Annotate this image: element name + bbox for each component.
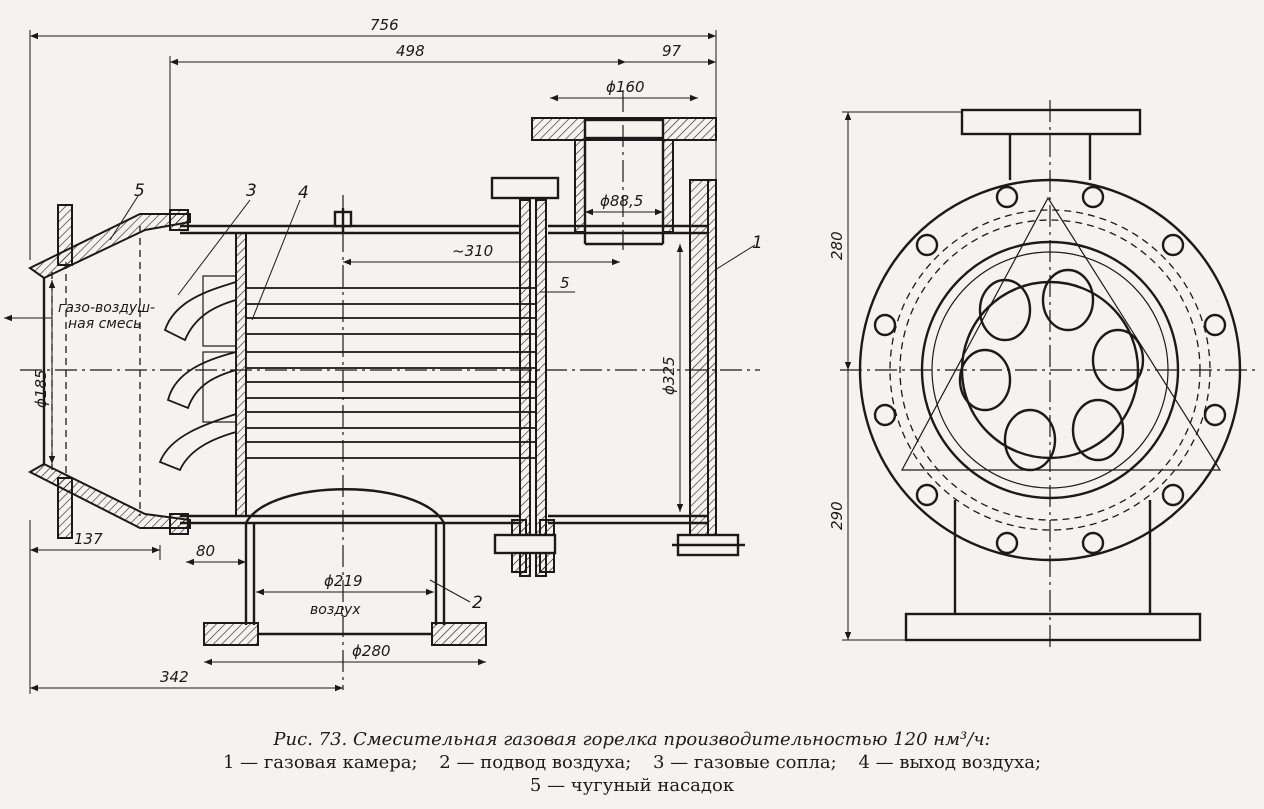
dim-chamber-diameter: ϕ325	[660, 356, 678, 395]
label-gas-air-mixture-1: газо-воздуш-	[58, 300, 155, 316]
dim-offset-80: 80	[196, 542, 215, 560]
callout-5: 5	[134, 181, 145, 201]
legend-item-1: 1 — газовая камера;	[222, 752, 418, 773]
technical-drawing: 756 498 97 ϕ160 ϕ88,5 ~310 5 ϕ325 ϕ185 ϕ…	[4, 16, 1260, 694]
dim-air-pipe-diameter: ϕ219	[324, 572, 363, 590]
dimension-texts: 756 498 97 ϕ160 ϕ88,5 ~310 5 ϕ325 ϕ185 ϕ…	[32, 16, 846, 686]
label-gas-air-mixture-2: ная смесь	[68, 316, 141, 332]
legend-item-4: 4 — выход воздуха;	[858, 752, 1042, 773]
dim-overall-length: 756	[370, 16, 399, 34]
dim-length-310: ~310	[452, 242, 493, 260]
dim-gap-5: 5	[560, 274, 570, 292]
dim-nozzle-length: 137	[74, 530, 103, 548]
gas-chamber-end	[672, 179, 745, 557]
label-air: воздух	[310, 602, 361, 618]
legend-item-3: 3 — газовые сопла;	[653, 752, 837, 773]
nozzle-plate	[235, 232, 247, 517]
centerlines	[20, 90, 760, 690]
caption-legend-row-1: 1 — газовая камера; 2 — подвод воздуха; …	[0, 751, 1264, 774]
callout-3: 3	[246, 181, 257, 201]
gas-inlet-pipe	[531, 117, 717, 246]
dim-inner-pipe-diameter: ϕ88,5	[600, 192, 643, 210]
caption-legend-row-2: 5 — чугуный насадок	[0, 774, 1264, 797]
side-view	[4, 30, 760, 694]
callout-leaders	[109, 195, 756, 603]
tube-sheet	[490, 176, 560, 577]
cast-iron-nozzle	[27, 204, 191, 539]
dim-outlet-diameter: ϕ185	[32, 369, 50, 408]
figure-caption: Рис. 73. Смесительная газовая горелка пр…	[0, 728, 1264, 797]
callout-2: 2	[472, 593, 483, 613]
legend-item-5: 5 — чугуный насадок	[529, 775, 735, 796]
air-tubes	[245, 287, 537, 459]
air-openings	[958, 268, 1145, 472]
air-inlet-pipe	[203, 488, 487, 646]
dim-air-position: 342	[160, 668, 189, 686]
flange-bolt-holes	[873, 185, 1227, 555]
gas-nozzles	[158, 275, 237, 472]
dim-height-upper: 280	[828, 231, 846, 260]
flow-labels: газо-воздуш- ная смесь воздух	[58, 300, 361, 618]
dim-height-lower: 290	[828, 501, 846, 530]
dim-top-pipe-diameter: ϕ160	[606, 78, 645, 96]
dim-air-flange-diameter: ϕ280	[352, 642, 391, 660]
end-view	[840, 100, 1260, 650]
callout-4: 4	[298, 183, 309, 203]
legend-item-2: 2 — подвод воздуха;	[439, 752, 632, 773]
drawing-svg: 756 498 97 ϕ160 ϕ88,5 ~310 5 ϕ325 ϕ185 ϕ…	[4, 16, 1260, 694]
callout-numbers: 1 2 3 4 5	[134, 181, 763, 613]
callout-1: 1	[752, 233, 763, 253]
dim-body-length: 498	[396, 42, 425, 60]
caption-title: Рис. 73. Смесительная газовая горелка пр…	[273, 729, 991, 750]
main-body	[180, 224, 708, 525]
dim-flange-offset: 97	[662, 42, 682, 60]
dimension-lines	[29, 30, 717, 694]
